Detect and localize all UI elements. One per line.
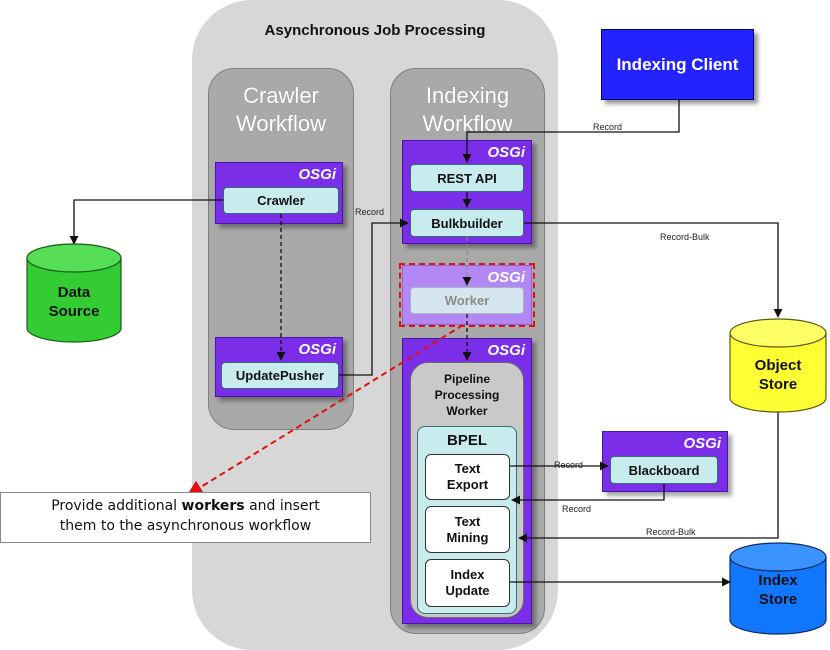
step-label-line2: Update <box>445 583 490 598</box>
index-store-cylinder <box>729 542 827 635</box>
updatepusher-to-bulkbuilder-line <box>339 218 409 376</box>
note-bold: workers <box>181 498 245 514</box>
step-label-line1: Text <box>454 461 481 476</box>
worker-highlight-selection <box>399 263 535 327</box>
edge-label-record-from-blackboard: Record <box>562 504 592 514</box>
note-line1: Provide additional workers and insert <box>1 496 370 516</box>
step-label-line1: Text <box>454 513 481 529</box>
edge-label-crawler-record: Record <box>355 207 385 217</box>
worker-component[interactable]: Worker <box>410 287 524 314</box>
object-store-line2: Store <box>758 376 798 393</box>
step-label-line1: Index <box>450 567 485 582</box>
osgi-label: OSGi <box>487 342 525 359</box>
crawler-component[interactable]: Crawler <box>223 187 339 214</box>
step-label-line2: Export <box>446 477 489 492</box>
rest-api-component[interactable]: REST API <box>410 164 524 192</box>
crawler-workflow-title: Crawler Workflow <box>208 82 354 138</box>
data-source-line1: Data <box>57 284 91 301</box>
data-source-label: Data Source <box>27 283 121 321</box>
blackboard-component[interactable]: Blackboard <box>610 456 718 484</box>
edge-label-record-bulk-top: Record-Bulk <box>660 232 710 242</box>
data-source-cylinder <box>26 243 122 343</box>
osgi-label: OSGi <box>298 341 336 358</box>
blackboard-to-textexport-line <box>511 484 665 505</box>
crawler-workflow-title-line1: Crawler <box>243 83 319 108</box>
diagram-title: Asynchronous Job Processing <box>264 22 486 39</box>
updatepusher-component[interactable]: UpdatePusher <box>221 362 339 389</box>
bulkbuilder-component[interactable]: Bulkbuilder <box>410 209 524 237</box>
objectstore-to-bpel-line <box>518 405 779 543</box>
step-label-line2: Mining <box>446 529 489 545</box>
worker-annotation-arrow <box>186 324 464 496</box>
osgi-label: OSGi <box>487 144 525 161</box>
osgi-label: OSGi <box>298 166 336 183</box>
object-store-line1: Object <box>754 357 802 374</box>
data-source-line2: Source <box>48 303 100 320</box>
edge-label-record-to-blackboard: Record <box>554 460 584 470</box>
index-store-label: Index Store <box>730 571 826 609</box>
crawler-workflow-title-line2: Workflow <box>235 111 327 136</box>
note-line2: them to the asynchronous workflow <box>59 518 312 534</box>
index-store-line1: Index <box>758 572 798 589</box>
object-store-label: Object Store <box>730 356 826 394</box>
edge-label-record-bulk-bottom: Record-Bulk <box>646 527 696 537</box>
osgi-label: OSGi <box>487 269 525 286</box>
pipeline-title: Pipeline Processing Worker <box>410 371 524 419</box>
crawler-to-datasource-line <box>69 199 223 245</box>
indexing-client-box[interactable]: Indexing Client <box>601 29 754 100</box>
osgi-label: OSGi <box>683 435 721 452</box>
indexing-workflow-title-line1: Indexing <box>425 83 510 108</box>
bpel-label: BPEL <box>446 432 487 449</box>
pipeline-title-line3: Worker <box>446 404 488 418</box>
edge-label-client-record: Record <box>593 122 623 132</box>
note-prefix: Provide additional <box>51 498 182 514</box>
note-suffix: and insert <box>244 498 320 514</box>
pipeline-title-line2: Processing <box>434 388 500 402</box>
index-store-line2: Store <box>758 591 798 608</box>
bulkbuilder-to-objectstore-line <box>524 222 783 318</box>
workers-note-callout: Provide additional workers and insert th… <box>0 492 371 543</box>
object-store-cylinder <box>729 318 827 413</box>
pipeline-title-line1: Pipeline <box>443 372 490 386</box>
client-to-restapi-line <box>462 100 680 163</box>
